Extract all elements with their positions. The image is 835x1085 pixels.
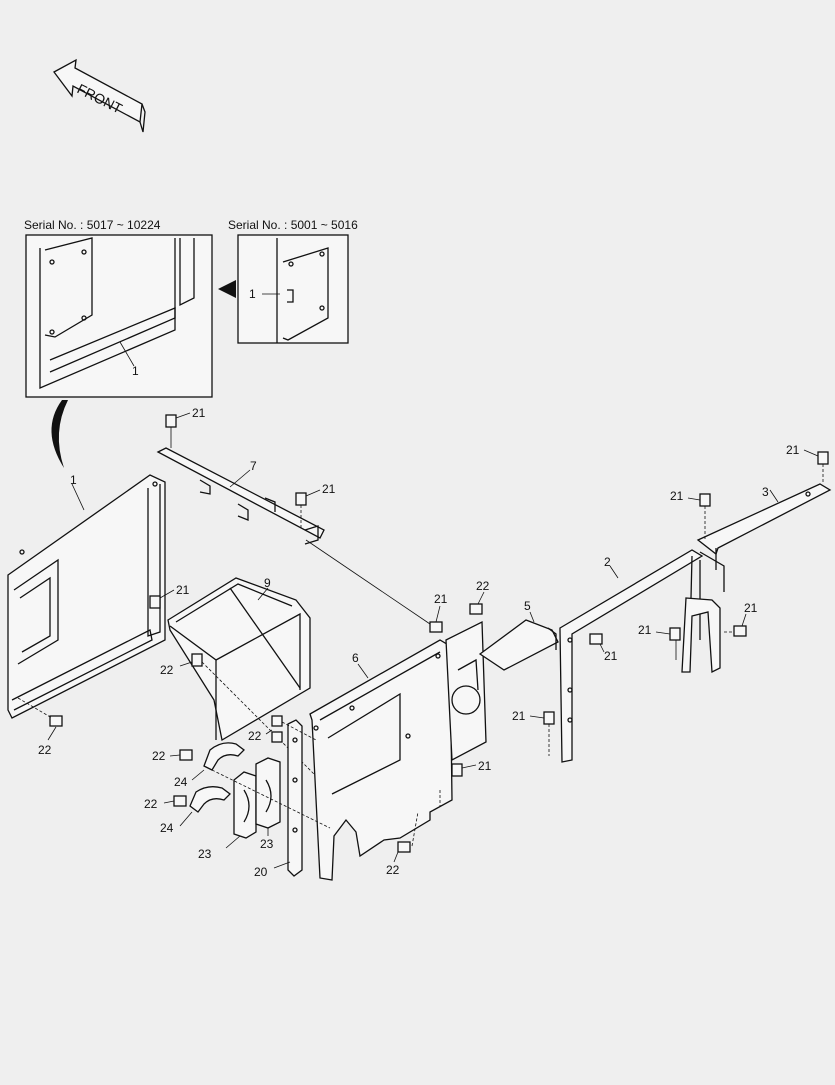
callout-20: 20	[254, 865, 268, 879]
callout-inset-left-1: 1	[132, 364, 139, 378]
bolt-22-part6-top: 22	[469, 579, 490, 615]
bolt-21-part3-c: 21	[724, 601, 758, 637]
bolt-22-clamp-a: 22	[152, 749, 193, 763]
callout-22-g: 22	[144, 797, 158, 811]
callout-21-part7: 21	[322, 482, 336, 496]
part-9-duct: 9	[167, 576, 311, 742]
callout-21-part6-top: 21	[434, 592, 448, 606]
callout-21-panel: 21	[176, 583, 190, 597]
bolt-22-bottom-left: 22	[17, 697, 63, 757]
inset-leader	[51, 400, 68, 468]
callout-2: 2	[604, 555, 611, 569]
callout-22-c: 22	[476, 579, 490, 593]
bolt-22-clamp-b: 22	[144, 795, 187, 811]
pointer-triangle-icon	[218, 280, 236, 298]
bolt-21-panel: 21	[149, 583, 190, 609]
callout-24-a: 24	[174, 775, 188, 789]
bolt-22-part20: 22	[248, 715, 317, 743]
part-1-panel: 1	[7, 473, 166, 719]
bolt-22-part6-bottom: 22	[386, 811, 419, 877]
bolt-21-part2-c: 21	[512, 709, 555, 756]
callout-22-e: 22	[248, 729, 262, 743]
part-6-panel: 6	[309, 620, 487, 881]
bolt-21-part2-b: 21	[638, 623, 681, 660]
callout-inset-right-1: 1	[249, 287, 256, 301]
part-23-block-b: 23	[255, 757, 281, 851]
bolt-21-part6-top: 21	[429, 592, 448, 633]
part-24-clamp-a: 24	[174, 742, 331, 829]
callout-22-b: 22	[160, 663, 174, 677]
part-7-bracket: 7	[156, 447, 325, 545]
callout-24-b: 24	[160, 821, 174, 835]
bolt-22-part9: 22	[160, 653, 331, 791]
callout-5: 5	[524, 599, 531, 613]
callout-21-part3-b: 21	[670, 489, 684, 503]
bolt-21-part6-bottom: 21	[439, 759, 492, 806]
bolt-21-part7: 21	[295, 482, 336, 530]
guide-line	[305, 539, 431, 625]
callout-21-part3-a: 21	[786, 443, 800, 457]
bolt-21-part3-b: 21	[670, 489, 711, 540]
callout-21-part2-c: 21	[512, 709, 526, 723]
callout-21-part2-a: 21	[604, 649, 618, 663]
callout-21-top: 21	[192, 406, 206, 420]
callout-21-part2-b: 21	[638, 623, 652, 637]
bolt-21-top: 21	[165, 406, 206, 448]
serial-label-right: Serial No. : 5001 ~ 5016	[228, 218, 358, 232]
inset-left: 1	[25, 234, 213, 398]
callout-23-b: 23	[260, 837, 274, 851]
part-23-block-a: 23	[198, 771, 257, 861]
part-2-frame: 2	[559, 549, 725, 763]
callout-21-part6-bottom: 21	[478, 759, 492, 773]
inset-right: 1	[237, 234, 349, 344]
front-arrow-icon: FRONT	[53, 58, 146, 133]
callout-6: 6	[352, 651, 359, 665]
bolt-21-part3-a: 21	[786, 443, 829, 484]
callout-22-d: 22	[386, 863, 400, 877]
part-20-strip: 20	[254, 719, 303, 879]
callout-3: 3	[762, 485, 769, 499]
callout-1: 1	[70, 473, 77, 487]
callout-21-part3-c: 21	[744, 601, 758, 615]
part-5-plate: 5	[478, 599, 559, 671]
callout-22-a: 22	[38, 743, 52, 757]
part-24-clamp-b: 24	[160, 786, 231, 835]
part-3-rail: 3	[696, 483, 832, 570]
callout-7: 7	[250, 459, 257, 473]
bolt-21-part2-a: 21	[589, 633, 618, 663]
callout-23-a: 23	[198, 847, 212, 861]
callout-9: 9	[264, 576, 271, 590]
serial-label-left: Serial No. : 5017 ~ 10224	[24, 218, 161, 232]
callout-22-f: 22	[152, 749, 166, 763]
